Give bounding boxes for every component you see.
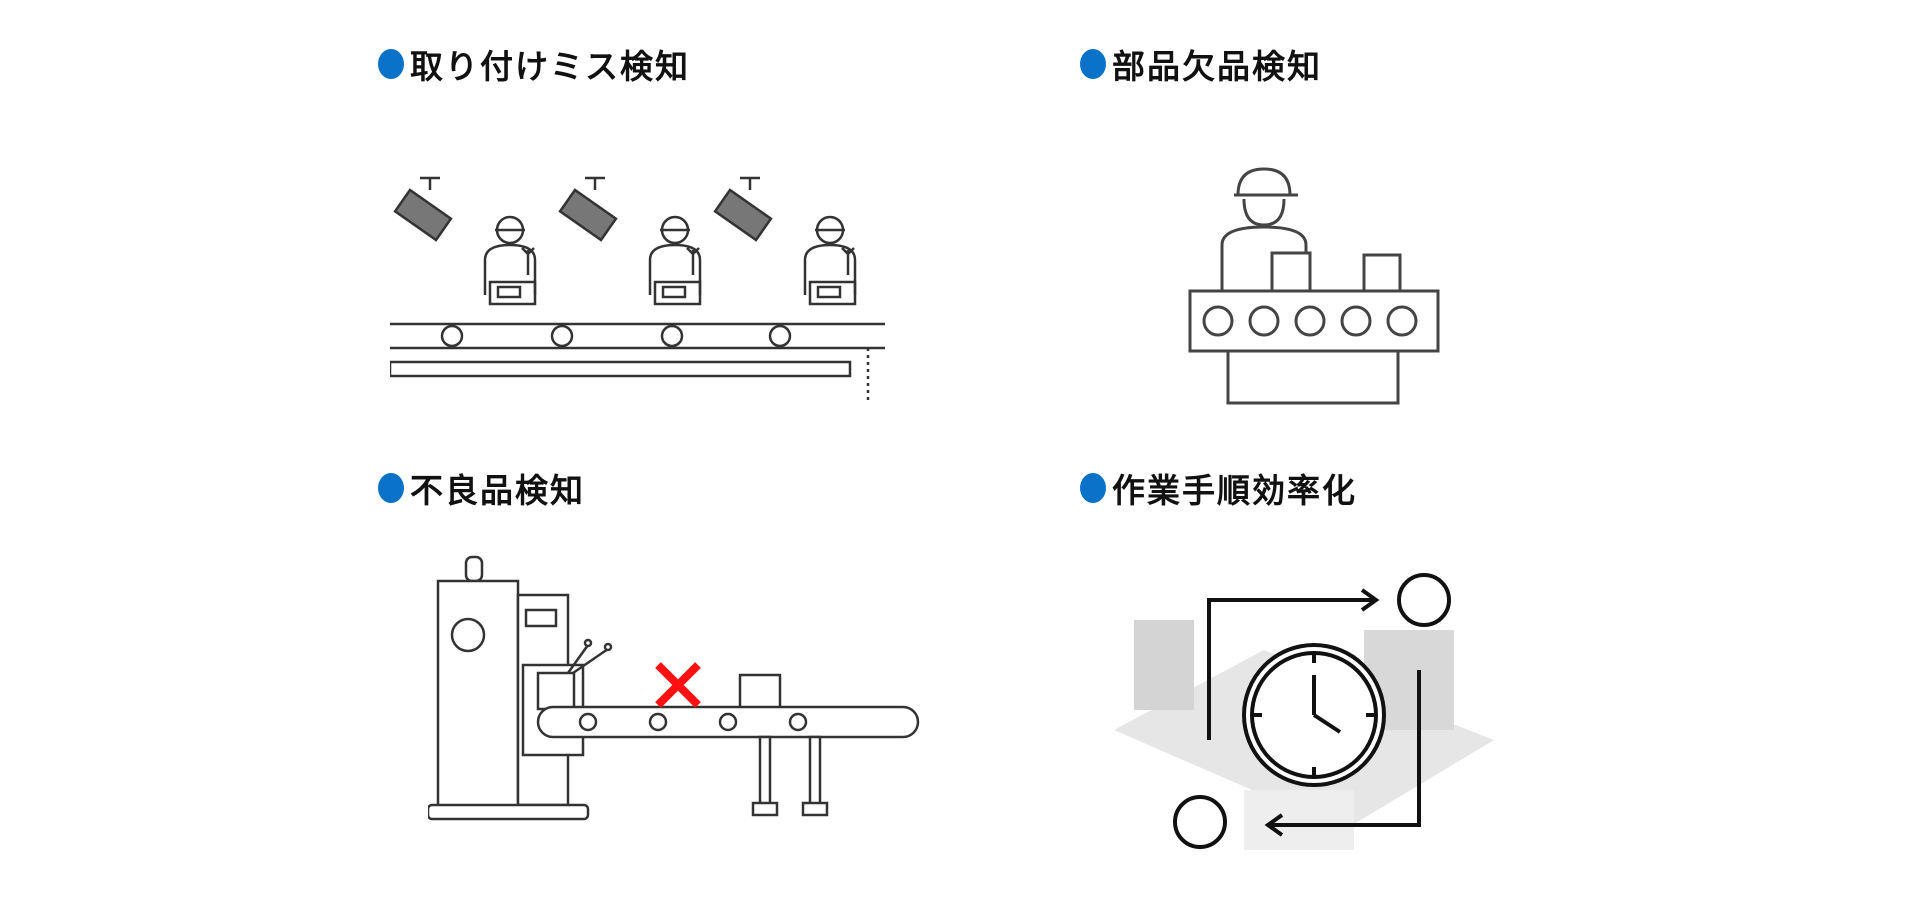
section-heading-installation-error: 取り付けミス検知 xyxy=(378,40,690,88)
bullet-icon xyxy=(378,473,404,503)
section-heading-defect: 不良品検知 xyxy=(378,464,585,512)
section-heading-missing-parts: 部品欠品検知 xyxy=(1080,40,1322,88)
section-title: 不良品検知 xyxy=(410,471,585,510)
assembly-line-cameras-illustration xyxy=(390,170,890,410)
section-title: 取り付けミス検知 xyxy=(410,47,690,86)
worker-parts-conveyor-illustration xyxy=(1186,165,1442,410)
section-title: 部品欠品検知 xyxy=(1112,47,1322,86)
section-title: 作業手順効率化 xyxy=(1112,471,1357,510)
bullet-icon xyxy=(1080,49,1106,79)
process-efficiency-clock-illustration xyxy=(1094,560,1534,865)
bullet-icon xyxy=(378,49,404,79)
red-x-mark-icon xyxy=(655,662,701,708)
bullet-icon xyxy=(1080,473,1106,503)
defect-detection-machine-illustration xyxy=(428,555,928,825)
section-heading-efficiency: 作業手順効率化 xyxy=(1080,464,1357,512)
